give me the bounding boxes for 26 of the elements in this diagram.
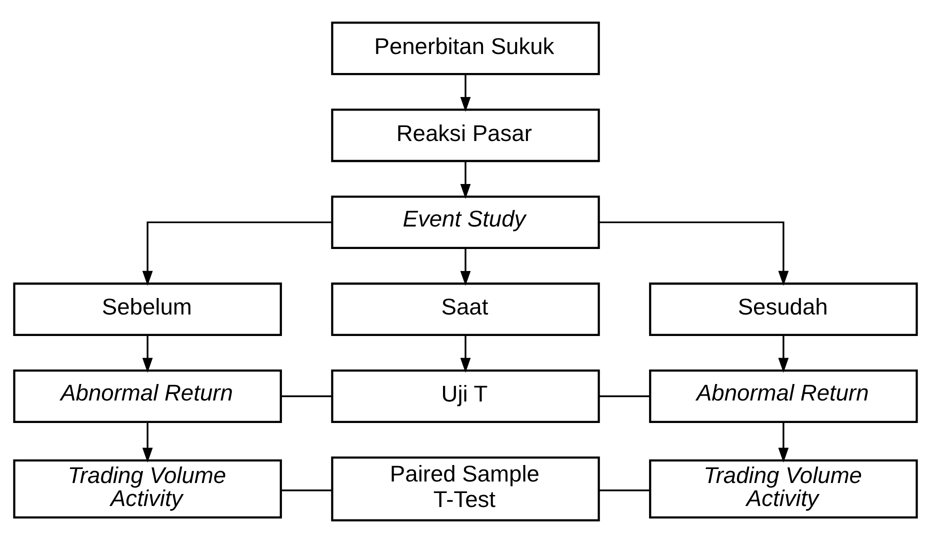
node-box: Abnormal Return xyxy=(649,370,918,423)
arrow xyxy=(778,335,789,373)
arrow xyxy=(142,422,153,463)
node-box: Reaksi Pasar xyxy=(331,108,600,162)
node-box: Trading Volume Activity xyxy=(649,459,918,519)
node-box: Sebelum xyxy=(13,282,282,336)
arrow xyxy=(142,221,332,286)
connector xyxy=(281,395,332,398)
node-box: Abnormal Return xyxy=(13,370,282,423)
arrow xyxy=(778,422,789,463)
node-box: Paired Sample T-Test xyxy=(331,456,600,522)
connector xyxy=(598,490,650,492)
arrow xyxy=(598,221,789,286)
connector xyxy=(598,395,650,398)
node-box: Sesudah xyxy=(649,282,918,336)
node-box: Trading Volume Activity xyxy=(13,459,282,519)
node-box: Event Study xyxy=(331,196,600,250)
node-box: Penerbitan Sukuk xyxy=(331,22,600,76)
arrow xyxy=(460,335,471,373)
node-box: Saat xyxy=(331,282,600,336)
arrow xyxy=(460,248,471,286)
connector xyxy=(281,490,332,492)
node-box: Uji T xyxy=(331,370,600,423)
arrow xyxy=(460,161,471,199)
arrow xyxy=(460,74,471,112)
arrow xyxy=(142,335,153,373)
